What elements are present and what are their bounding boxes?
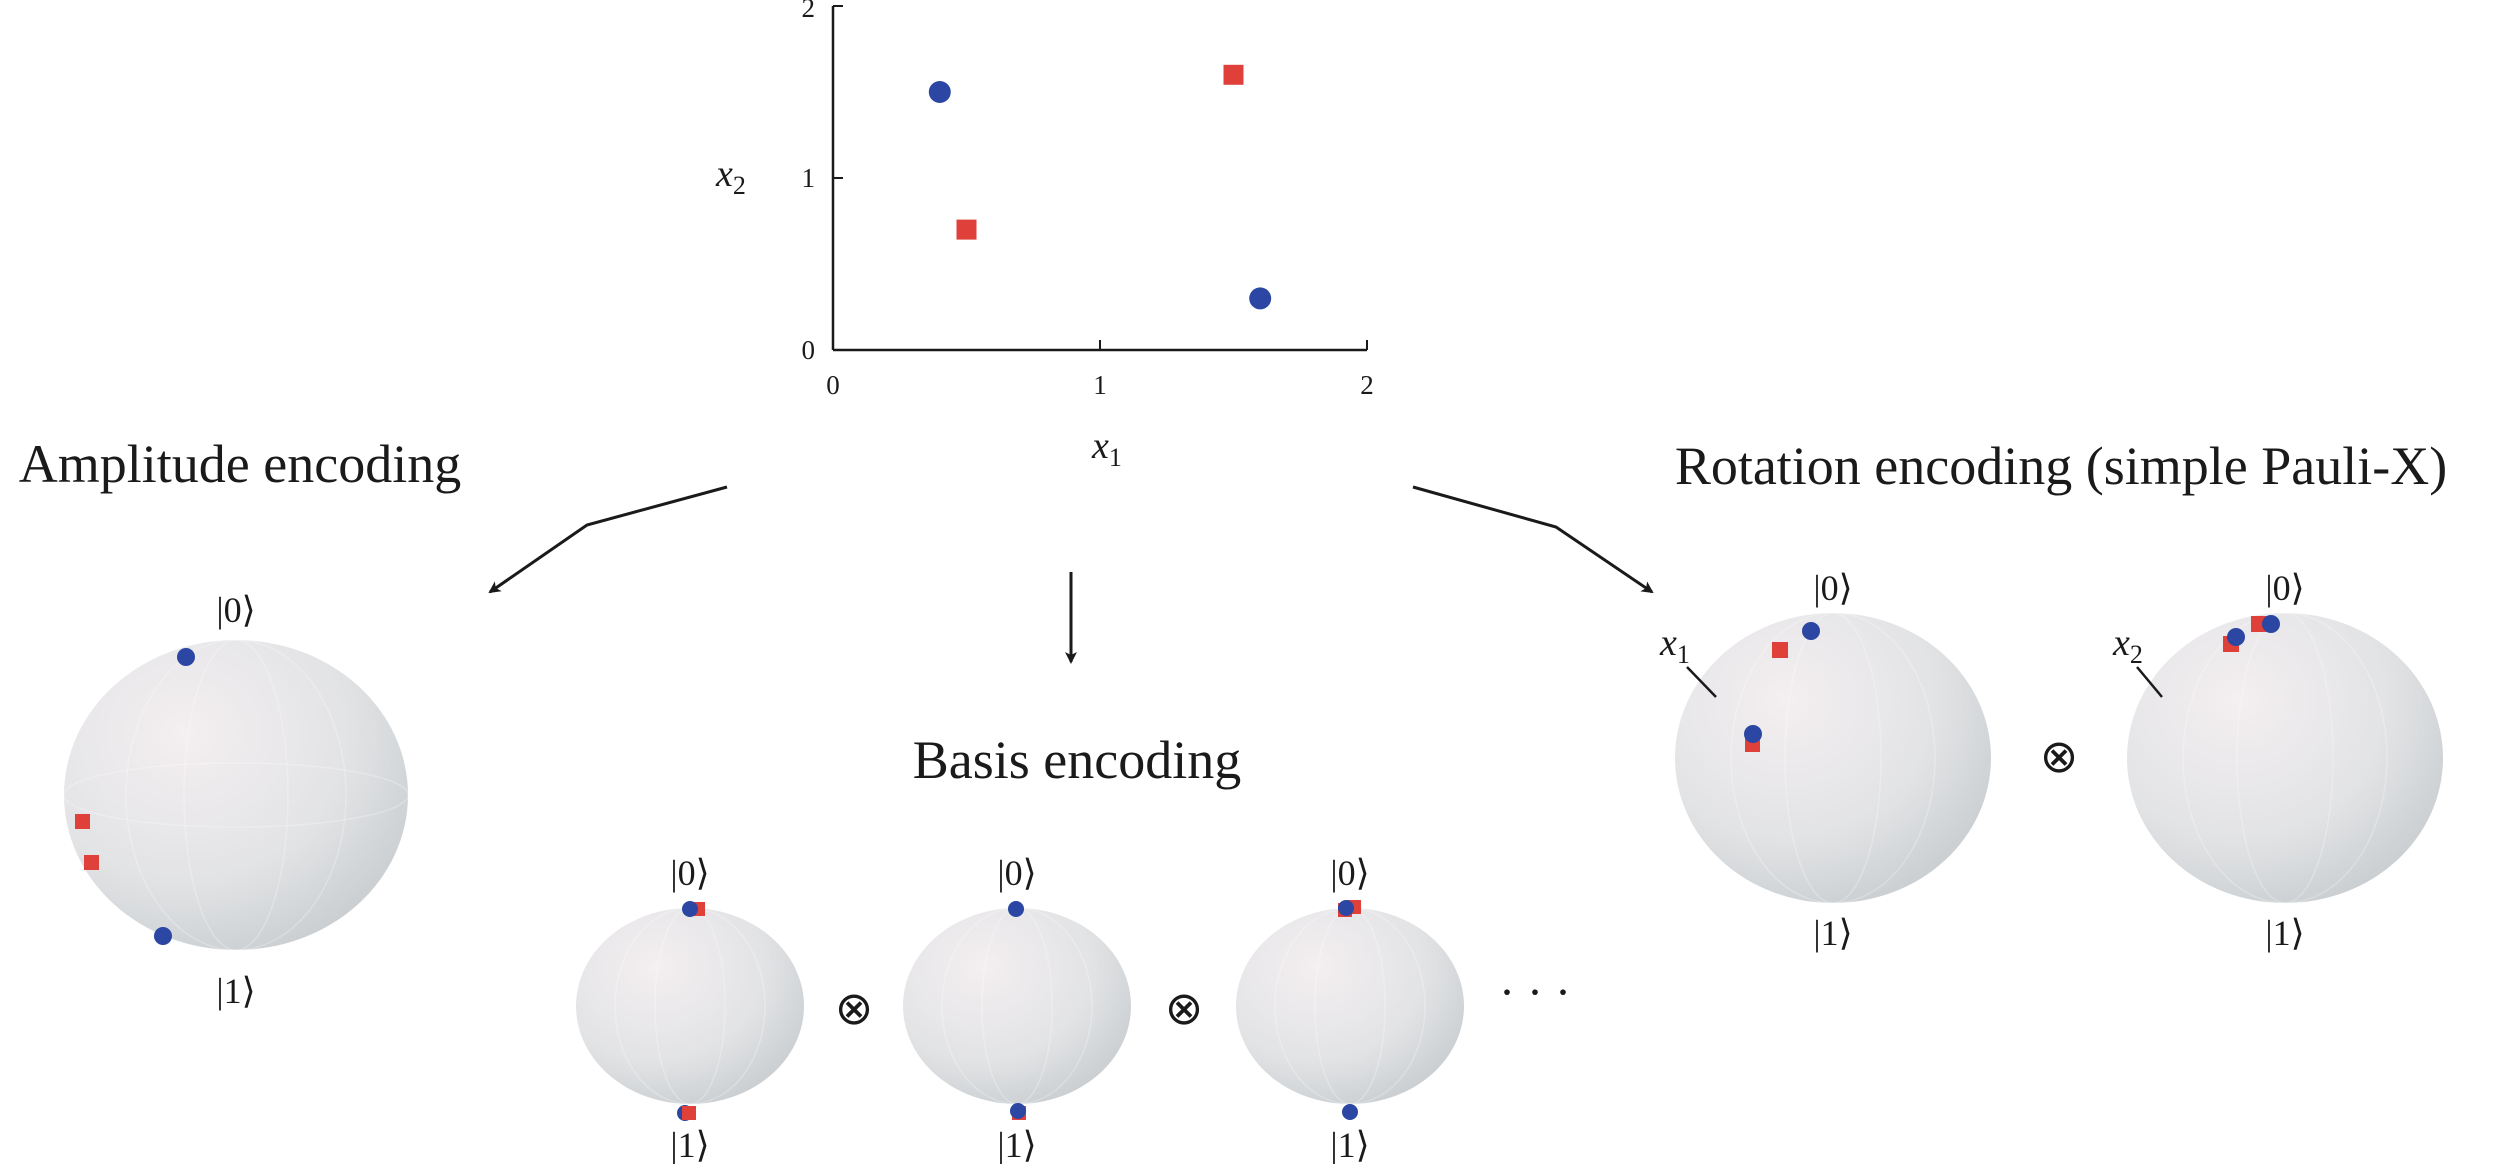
y-tick-label: 2 bbox=[802, 0, 816, 23]
x-axis-label-main: x bbox=[1091, 425, 1109, 467]
y-tick-label: 1 bbox=[802, 163, 816, 193]
basis-title: Basis encoding bbox=[913, 730, 1241, 790]
qubit-label-x1: x1 bbox=[1659, 622, 1690, 669]
arrow-to-amplitude bbox=[488, 485, 728, 594]
amplitude-encoding: Amplitude encoding |0⟩ |1⟩ bbox=[19, 434, 461, 1011]
ket-one-label: |1⟩ bbox=[670, 1125, 709, 1164]
y-axis-label-sub: 2 bbox=[733, 171, 746, 200]
basis-qubit-3: |0⟩ |1⟩ bbox=[1236, 853, 1464, 1164]
scatter-plot: 0 1 2 0 1 2 x1 x2 bbox=[715, 0, 1374, 472]
ket-one-label: |1⟩ bbox=[1330, 1125, 1369, 1164]
tensor-product-symbol: ⊗ bbox=[835, 981, 874, 1035]
rotation-encoding: Rotation encoding (simple Pauli-X) |0⟩ x… bbox=[1659, 436, 2447, 953]
red-square-marker bbox=[75, 814, 90, 829]
tensor-product-symbol: ⊗ bbox=[1165, 981, 1204, 1035]
arrows bbox=[488, 485, 1654, 664]
bloch-sphere bbox=[63, 639, 409, 951]
ket-zero-label: |0⟩ bbox=[670, 853, 709, 893]
qubit-label-main: x bbox=[2112, 622, 2130, 664]
ket-one-label: |1⟩ bbox=[216, 971, 255, 1011]
rotation-qubit-2: |0⟩ x2 |1⟩ bbox=[2112, 568, 2443, 953]
amplitude-title: Amplitude encoding bbox=[19, 434, 461, 494]
sphere-grid bbox=[63, 639, 409, 951]
blue-circle-marker bbox=[1342, 1104, 1358, 1120]
sphere-parallel bbox=[63, 762, 409, 828]
ket-one-label: |1⟩ bbox=[997, 1125, 1036, 1164]
arrow-to-rotation bbox=[1412, 485, 1654, 594]
sphere-meridian bbox=[1730, 612, 1936, 904]
tensor-product-symbol: ⊗ bbox=[2040, 729, 2079, 783]
sphere-grid bbox=[2182, 612, 2388, 904]
blue-circle-marker bbox=[154, 927, 172, 945]
y-tick-label: 0 bbox=[802, 335, 816, 365]
ket-zero-label: |0⟩ bbox=[2265, 568, 2304, 608]
ket-zero-label: |0⟩ bbox=[1330, 853, 1369, 893]
sphere-meridian bbox=[1784, 612, 1882, 904]
rotation-title: Rotation encoding (simple Pauli-X) bbox=[1675, 436, 2447, 496]
scatter-point-circle bbox=[1249, 287, 1272, 310]
qubit-label-x2: x2 bbox=[2112, 622, 2143, 669]
x-tick-label: 0 bbox=[826, 370, 840, 400]
ket-one-label: |1⟩ bbox=[2265, 913, 2304, 953]
scatter-point-square bbox=[1223, 64, 1244, 85]
blue-circle-marker bbox=[682, 901, 698, 917]
x-axis-label: x1 bbox=[1091, 425, 1122, 472]
blue-circle-marker bbox=[1008, 901, 1024, 917]
sphere-body bbox=[1236, 908, 1464, 1104]
ellipsis: · · · bbox=[1499, 966, 1571, 1019]
sphere-meridian bbox=[2236, 612, 2334, 904]
sphere-meridian bbox=[125, 639, 347, 951]
ket-zero-label: |0⟩ bbox=[997, 853, 1036, 893]
y-ticks: 0 1 2 bbox=[802, 0, 843, 365]
blue-circle-marker bbox=[2227, 628, 2245, 646]
qubit-label-main: x bbox=[1659, 622, 1677, 664]
qubit-label-sub: 1 bbox=[1677, 640, 1690, 669]
basis-qubit-2: |0⟩ |1⟩ bbox=[903, 853, 1131, 1164]
blue-circle-marker bbox=[1744, 725, 1762, 743]
red-square-marker bbox=[84, 855, 99, 870]
x-axis-label-sub: 1 bbox=[1109, 443, 1122, 472]
blue-circle-marker bbox=[1338, 900, 1354, 916]
blue-circle-marker bbox=[1010, 1103, 1026, 1119]
ket-zero-label: |0⟩ bbox=[1813, 568, 1852, 608]
rotation-qubit-1: |0⟩ x1 |1⟩ bbox=[1659, 568, 1991, 953]
sphere-meridian bbox=[2182, 612, 2388, 904]
x-tick-label: 2 bbox=[1360, 370, 1374, 400]
sphere-body bbox=[1675, 613, 1991, 903]
red-square-marker bbox=[682, 1106, 696, 1120]
y-axis-label-main: x bbox=[715, 153, 733, 195]
blue-circle-marker bbox=[2262, 615, 2280, 633]
sphere-grid bbox=[1730, 612, 1936, 904]
basis-encoding: Basis encoding |0⟩ |1⟩ ⊗ |0⟩ bbox=[576, 730, 1571, 1164]
basis-qubit-1: |0⟩ |1⟩ bbox=[576, 853, 804, 1164]
y-axis-label: x2 bbox=[715, 153, 746, 200]
ket-zero-label: |0⟩ bbox=[216, 590, 255, 630]
sphere-meridian bbox=[183, 639, 289, 951]
qubit-label-pointer bbox=[1686, 666, 1717, 698]
red-square-marker bbox=[1772, 642, 1788, 658]
qubit-label-sub: 2 bbox=[2130, 640, 2143, 669]
ket-one-label: |1⟩ bbox=[1813, 913, 1852, 953]
sphere-body bbox=[576, 908, 804, 1104]
x-tick-label: 1 bbox=[1093, 370, 1107, 400]
qubit-label-pointer bbox=[2136, 666, 2163, 698]
x-ticks: 0 1 2 bbox=[826, 340, 1374, 400]
blue-circle-marker bbox=[177, 648, 195, 666]
sphere-body bbox=[903, 908, 1131, 1104]
scatter-point-square bbox=[956, 219, 977, 240]
scatter-point-circle bbox=[928, 81, 951, 103]
sphere-body bbox=[2127, 613, 2443, 903]
sphere-body bbox=[64, 640, 408, 950]
scatter-points bbox=[928, 64, 1272, 310]
blue-circle-marker bbox=[1802, 622, 1820, 640]
